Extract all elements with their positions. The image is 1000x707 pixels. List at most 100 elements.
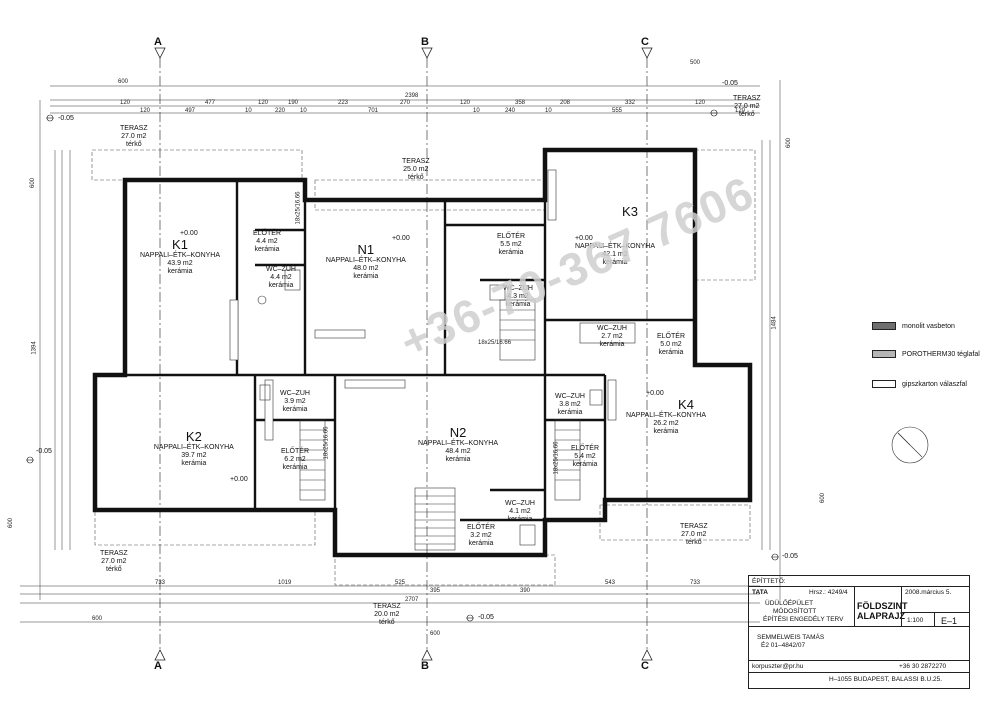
dimension-label: 10: [245, 108, 252, 114]
stair-label: 18x25/16.66: [295, 191, 302, 225]
axis-lines: [159, 58, 648, 650]
scale-text: 1:100: [907, 617, 924, 624]
phone-text: +36 30 2872270: [899, 663, 947, 670]
dimension-label: 2707: [405, 597, 419, 603]
drawing-title: ALAPRAJZ: [857, 611, 906, 621]
dimension-label: 600: [30, 177, 37, 189]
axis-label-b-top: B: [421, 36, 429, 48]
dimension-label: 733: [155, 580, 166, 586]
dimension-label: 2398: [405, 93, 419, 99]
dimension-label: 395: [430, 588, 441, 594]
axis-label-b-bottom: B: [421, 660, 429, 672]
project-line: ÉPÍTÉSI ENGEDÉLY TERV: [763, 616, 844, 623]
dimension-label: 600: [430, 631, 441, 637]
dimension-label: 600: [92, 616, 103, 622]
stairs: [299, 299, 581, 551]
level-label: -0.05: [782, 553, 798, 560]
dimension-label: 10: [473, 108, 480, 114]
dimension-label: 120: [695, 100, 706, 106]
dimension-label: 600: [786, 137, 793, 149]
dimension-label: 120: [258, 100, 269, 106]
dimension-label: 600: [118, 79, 129, 85]
dimension-label: 120: [460, 100, 471, 106]
dimension-label: 733: [690, 580, 701, 586]
dimension-label: 1394: [31, 341, 38, 355]
dimension-label: 223: [338, 100, 349, 106]
bathroom-fixtures: [257, 269, 636, 546]
axis-label-c-bottom: C: [641, 660, 649, 672]
dimension-label: 1019: [278, 580, 292, 586]
dimension-label: 390: [520, 588, 531, 594]
dimension-label: 208: [560, 100, 571, 106]
dimension-label: 600: [8, 517, 15, 529]
project-line: ÜDÜLŐÉPÜLET: [765, 600, 814, 607]
dimension-label: 497: [185, 108, 196, 114]
north-arrow-icon: [891, 426, 929, 464]
legend-item: POROTHERM30 téglafal: [872, 350, 980, 358]
dimension-label: 358: [515, 100, 526, 106]
email-text: korpuszter@pr.hu: [752, 663, 804, 670]
city-text: TATA: [752, 589, 768, 596]
license-text: É2 01–4842/07: [761, 642, 806, 649]
dimension-label: 10: [300, 108, 307, 114]
dimension-label: 543: [605, 580, 616, 586]
title-block: ÉPÍTTETŐ: TATA Hrsz.: 4249/4 ÜDÜLŐÉPÜLET…: [748, 575, 970, 689]
dimension-label: 190: [288, 100, 299, 106]
legend-swatch-drywall: [872, 380, 896, 388]
axis-label-a-top: A: [154, 36, 162, 48]
project-line: MÓDOSÍTOTT: [773, 608, 817, 615]
stair-label: 18x25/16.66: [553, 441, 560, 475]
level-label: -0.05: [36, 448, 52, 455]
dimension-label: 120: [120, 100, 131, 106]
dimension-label: 600: [820, 492, 827, 504]
legend-swatch-concrete: [872, 322, 896, 330]
level-label: -0.05: [478, 614, 494, 621]
dimension-label: 220: [275, 108, 286, 114]
dimension-label: 477: [205, 100, 216, 106]
dimension-label: 120: [735, 108, 746, 114]
dimension-label: 10: [545, 108, 552, 114]
dimension-label: 701: [368, 108, 379, 114]
date-text: 2008.március 5.: [905, 589, 952, 596]
dimension-label: 120: [140, 108, 151, 114]
dimension-label: 525: [395, 580, 406, 586]
legend-item: gipszkarton válaszfal: [872, 380, 967, 388]
parcel-text: Hrsz.: 4249/4: [809, 589, 848, 596]
drawing-title: FÖLDSZINT: [857, 601, 908, 611]
stair-label: 18x25/16.66: [323, 426, 330, 460]
level-markers: [26, 109, 779, 622]
address-text: H–1055 BUDAPEST, BALASSI B.U.25.: [829, 676, 943, 683]
level-label: -0.05: [722, 80, 738, 87]
dimension-label: 240: [505, 108, 516, 114]
dimension-lines: [20, 80, 781, 623]
dimension-label: 1484: [771, 316, 778, 330]
kitchen-counters: [229, 169, 617, 441]
axis-label-a-bottom: A: [154, 660, 162, 672]
dimension-label: 500: [690, 60, 701, 66]
axis-markers: [154, 47, 653, 661]
legend-swatch-brick: [872, 350, 896, 358]
level-label: -0.05: [58, 115, 74, 122]
